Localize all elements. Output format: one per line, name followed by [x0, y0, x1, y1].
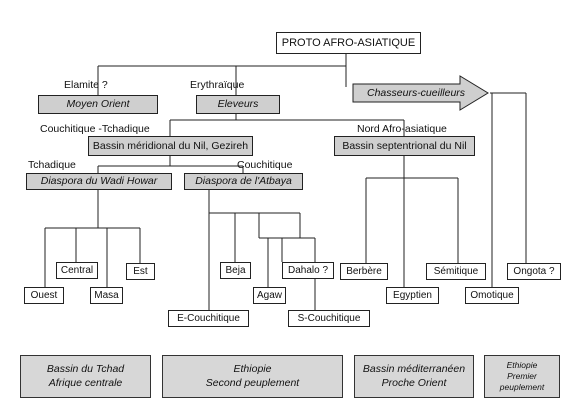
region-ethiopie-second: Ethiopie Second peuplement	[162, 355, 343, 398]
node-bassin-septentrional-label: Bassin septentrional du Nil	[342, 139, 467, 152]
node-eleveurs-label: Eleveurs	[217, 98, 259, 111]
leaf-masa: Masa	[90, 287, 123, 304]
leaf-egyptien: Egyptien	[386, 287, 439, 304]
leaf-est: Est	[126, 263, 155, 280]
region-ethiopie-premier-line2: Premier	[507, 370, 537, 381]
leaf-ouest-label: Ouest	[30, 289, 58, 301]
node-eleveurs: Eleveurs	[196, 95, 280, 114]
leaf-semitique-label: Sémitique	[433, 265, 479, 277]
leaf-semitique: Sémitique	[426, 263, 486, 280]
region-ethiopie-premier-line3: peuplement	[499, 382, 545, 393]
node-diaspora-wadi-howar-label: Diaspora du Wadi Howar	[40, 175, 158, 188]
chasseurs-arrow-icon	[352, 75, 489, 111]
label-couchitique-tchadique: Couchitique -Tchadique	[40, 123, 150, 135]
region-ethiopie-second-line2: Second peuplement	[205, 376, 300, 389]
leaf-s-couchitique-label: S-Couchitique	[297, 312, 361, 324]
leaf-est-label: Est	[133, 265, 148, 277]
node-diaspora-atbaya-label: Diaspora de l'Atbaya	[195, 175, 292, 188]
leaf-agaw-label: Agaw	[256, 289, 282, 301]
leaf-agaw: Agaw	[253, 287, 286, 304]
region-bassin-tchad: Bassin du Tchad Afrique centrale	[20, 355, 151, 398]
region-ethiopie-second-line1: Ethiopie	[233, 363, 272, 376]
label-nord-afro-asiatique: Nord Afro-asiatique	[357, 123, 447, 135]
leaf-dahalo-label: Dahalo ?	[287, 264, 329, 276]
node-moyen-orient: Moyen Orient	[38, 95, 158, 114]
leaf-berbere: Berbère	[340, 263, 388, 280]
region-ethiopie-premier: Ethiopie Premier peuplement	[484, 355, 560, 398]
leaf-omotique: Omotique	[465, 287, 519, 304]
leaf-ongota-label: Ongota ?	[513, 265, 555, 277]
node-bassin-meridional: Bassin méridional du Nil, Gezireh	[88, 136, 253, 156]
node-chasseurs-cueilleurs: Chasseurs-cueilleurs	[367, 87, 466, 99]
node-bassin-meridional-label: Bassin méridional du Nil, Gezireh	[92, 139, 249, 152]
node-bassin-septentrional: Bassin septentrional du Nil	[334, 136, 475, 156]
label-tchadique: Tchadique	[28, 159, 76, 171]
node-diaspora-wadi-howar: Diaspora du Wadi Howar	[26, 173, 172, 190]
leaf-berbere-label: Berbère	[346, 265, 382, 277]
region-ethiopie-premier-line1: Ethiopie	[506, 359, 538, 370]
root-node: PROTO AFRO-ASIATIQUE	[276, 32, 421, 54]
leaf-dahalo: Dahalo ?	[282, 262, 334, 279]
leaf-egyptien-label: Egyptien	[393, 289, 432, 301]
leaf-ongota: Ongota ?	[507, 263, 561, 280]
region-mediterranee-line1: Bassin méditerranéen	[362, 363, 466, 376]
leaf-beja: Beja	[220, 262, 251, 279]
region-mediterranee: Bassin méditerranéen Proche Orient	[354, 355, 474, 398]
region-bassin-tchad-line1: Bassin du Tchad	[46, 363, 125, 376]
node-moyen-orient-label: Moyen Orient	[66, 98, 130, 111]
leaf-masa-label: Masa	[94, 289, 119, 301]
leaf-ouest: Ouest	[24, 287, 64, 304]
leaf-s-couchitique: S-Couchitique	[288, 310, 370, 327]
leaf-central-label: Central	[60, 264, 94, 276]
region-mediterranee-line2: Proche Orient	[381, 376, 447, 389]
label-erythraique: Erythraïque	[190, 79, 245, 91]
label-elamite: Elamite ?	[64, 79, 108, 91]
node-diaspora-atbaya: Diaspora de l'Atbaya	[184, 173, 303, 190]
region-bassin-tchad-line2: Afrique centrale	[48, 376, 123, 389]
leaf-e-couchitique: E-Couchitique	[168, 310, 249, 327]
leaf-e-couchitique-label: E-Couchitique	[177, 312, 240, 324]
leaf-beja-label: Beja	[225, 264, 246, 276]
leaf-central: Central	[56, 262, 98, 279]
label-couchitique: Couchitique	[237, 159, 293, 171]
leaf-omotique-label: Omotique	[470, 289, 514, 301]
root-label: PROTO AFRO-ASIATIQUE	[281, 36, 416, 49]
